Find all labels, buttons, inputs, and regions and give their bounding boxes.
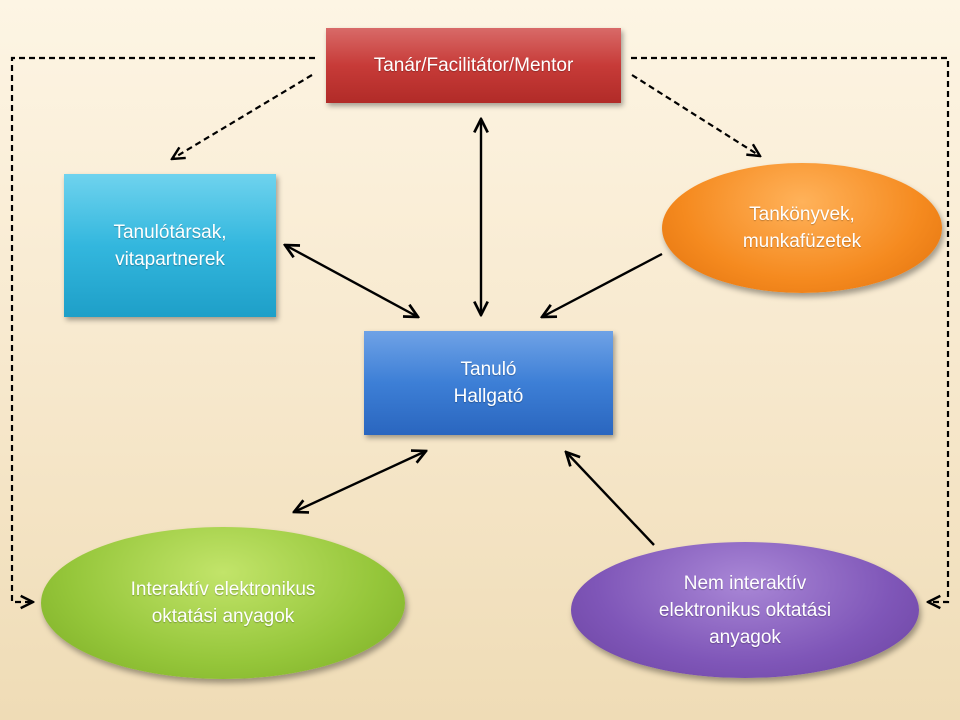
- peers-label: Tanulótársak, vitapartnerek: [113, 221, 227, 270]
- edge-noninteractive-to-learner: [566, 452, 655, 546]
- interactive-materials-node: Interaktív elektronikus oktatási anyagok: [41, 527, 405, 679]
- teacher-label: Tanár/Facilitátor/Mentor: [373, 55, 574, 76]
- teacher-node: Tanár/Facilitátor/Mentor: [326, 28, 621, 103]
- textbooks-label: Tankönyvek, munkafüzetek: [742, 204, 862, 252]
- edge-teacher-to-textbooks: [631, 74, 760, 156]
- peers-node: Tanulótársak, vitapartnerek: [64, 174, 276, 317]
- learner-node: Tanuló Hallgató: [364, 331, 613, 435]
- noninteractive-materials-node: Nem interaktív elektronikus oktatási any…: [571, 542, 919, 678]
- edge-textbooks-to-learner: [542, 252, 663, 317]
- interactive-materials-label: Interaktív elektronikus oktatási anyagok: [130, 579, 316, 627]
- learner-label: Tanuló Hallgató: [453, 359, 524, 407]
- edge-teacher-to-noninteractive-materials: [631, 56, 950, 602]
- edge-teacher-to-interactive-materials: [10, 56, 315, 602]
- edge-interactive-learner: [294, 451, 426, 512]
- edge-peers-learner: [285, 245, 418, 317]
- edge-teacher-to-peers: [172, 74, 313, 159]
- textbooks-node: Tankönyvek, munkafüzetek: [662, 163, 942, 293]
- noninteractive-materials-label: Nem interaktív elektronikus oktatási any…: [658, 572, 832, 648]
